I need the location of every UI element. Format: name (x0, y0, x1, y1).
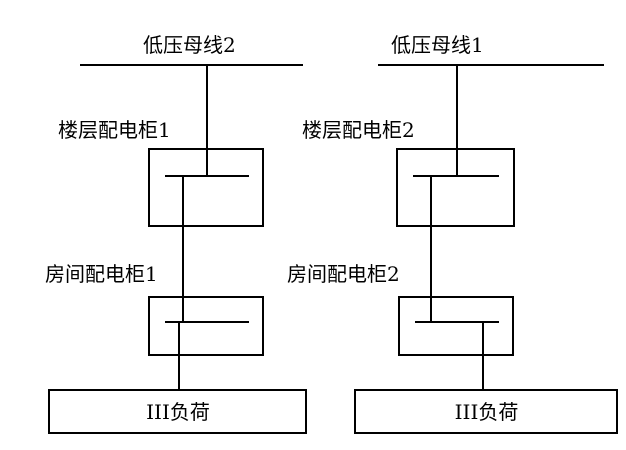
right-load-box (354, 389, 618, 434)
right-floor-cabinet-label: 楼层配电柜2 (302, 118, 415, 142)
left-bus-label: 低压母线2 (143, 33, 236, 57)
left-floor-cabinet-label: 楼层配电柜1 (58, 118, 171, 142)
right-room-cabinet-box (398, 296, 514, 356)
right-floor-cabinet-box (396, 148, 515, 227)
left-room-cabinet-label: 房间配电柜1 (45, 262, 158, 286)
right-bus-label: 低压母线1 (391, 33, 484, 57)
right-load-label: III负荷 (454, 400, 519, 424)
left-load-label: III负荷 (146, 400, 210, 424)
left-load-box (48, 389, 307, 434)
left-room-cabinet-box (148, 296, 264, 356)
left-floor-cabinet-box (148, 148, 264, 227)
right-room-cabinet-label: 房间配电柜2 (287, 262, 400, 286)
